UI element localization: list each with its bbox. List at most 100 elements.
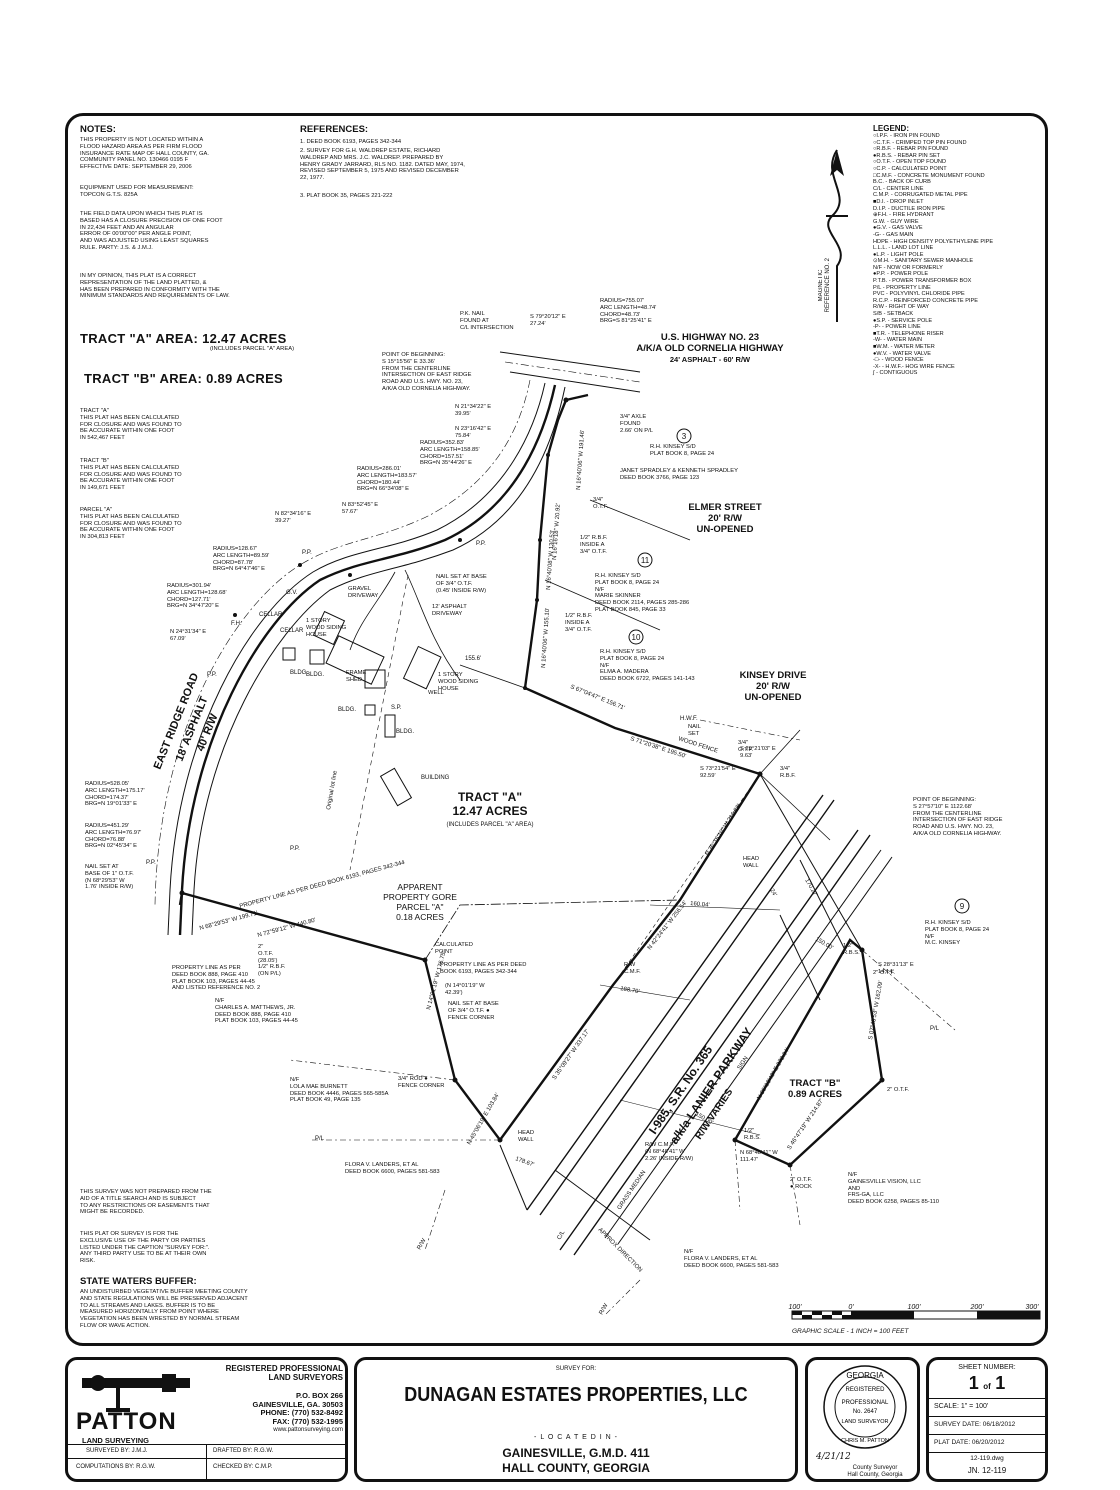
gv-label: G.V. [286, 590, 298, 596]
legend-list: ○I.P.F. - IRON PIN FOUND○C.T.F. - CRIMPE… [873, 133, 1043, 377]
title-block-company: PATTON LAND SURVEYING REGISTERED PROFESS… [65, 1357, 348, 1482]
gravel-driveway: GRAVEL DRIVEWAY [348, 586, 379, 599]
landers-deed-1: FLORA V. LANDERS, ET AL DEED BOOK 6600, … [345, 1162, 440, 1175]
lot-11-label: 11 [641, 556, 650, 565]
county-surveyor: County Surveyor Hall County, Georgia [830, 1465, 920, 1479]
kinsey-rw: 20' R/W [756, 681, 790, 692]
legend-item: C.M.P. - CORRUGATED METAL PIPE [873, 192, 968, 199]
sign-label: SIGN [737, 1056, 750, 1072]
elmer-rw: 20' R/W [708, 513, 742, 524]
legend-item: R/W - RIGHT OF WAY [873, 304, 930, 311]
curve-d: Radius=128.67' Arc Length=89.59' Chord=8… [213, 546, 270, 573]
legend-title: LEGEND: [873, 124, 909, 133]
plat-sheet-border [65, 113, 1048, 1346]
note-exclusive-use: THIS PLAT OR SURVEY IS FOR THE EXCLUSIVE… [80, 1231, 210, 1265]
surveyed-by: SURVEYED BY: J.M.J. [86, 1448, 148, 1454]
legend-item: HDPE - HIGH DENSITY POLYETHYLENE PIPE [873, 238, 994, 245]
rw-cmf-label: R/W C.M.F. [624, 962, 641, 975]
bearing-n36b: N 36°16'16" W 216.86' [705, 803, 743, 857]
legend-item: P/L - PROPERTY LINE [873, 284, 931, 291]
distance-188: 188.70' [620, 986, 640, 995]
rebar-found-1: 2" O.T.F. (28.05') 1/2" R.B.F. (On P/L) [258, 944, 286, 978]
parcel-a-line3: PARCEL "A" [396, 902, 444, 912]
bearing-s46: S 46°47'19" W 214.87' [787, 1098, 825, 1151]
tract-b-name: TRACT "B" [789, 1078, 841, 1089]
curve-c: Radius=286.01' Arc Length=183.57' Chord=… [357, 466, 417, 493]
divider [929, 1452, 1045, 1453]
bldg-label-2: BLDG. [306, 672, 325, 678]
kinsey-name: KINSEY DRIVE [739, 670, 807, 681]
sheet-of: of [983, 1382, 991, 1391]
website-link[interactable]: www.pattonsurveying.com [273, 1427, 343, 1433]
distance-160: 160.04' [690, 901, 710, 909]
otf-rock: 2" O.T.F. ● ROCK [790, 1177, 813, 1190]
bearing-n14: (N 14°01'19" W 42.39') [445, 983, 485, 996]
parcel-a-line1: APPARENT [397, 882, 443, 892]
location-line-1: GAINESVILLE, G.M.D. 411 [502, 1446, 650, 1460]
bearing-n42: N 42°24'41" W 256.54' [647, 900, 689, 951]
burnett-deed: N/F LOLA MAE BURNETT DEED BOOK 4446, PAG… [290, 1077, 389, 1104]
bearing-n16a: N 16°40'06" W 155.10' [541, 608, 551, 668]
matthews-deed: N/F CHARLES A. MATTHEWS, JR. DEED BOOK 8… [215, 998, 298, 1025]
bearing-n16b: N 16°40'08" W 130.53' [546, 530, 556, 590]
house-1: 1 STORY WOOD SIDING HOUSE [306, 618, 347, 638]
rbs-1: 1/2" R.B.S. [843, 943, 860, 956]
cellar-label-2: CELLAR [280, 628, 304, 634]
rbf-inside-1: 1/2" R.B.F. INSIDE A 3/4" O.T.F. [580, 535, 608, 555]
property-line-per-deed: PROPERTY LINE AS PER DEED BOOK 888, PAGE… [172, 965, 261, 992]
notes-flood: THIS PROPERTY IS NOT LOCATED WITHIN A FL… [80, 137, 209, 171]
plat-date: PLAT DATE: 06/20/2012 [934, 1439, 1005, 1446]
seal-land-surveyor: LAND SURVEYOR [842, 1419, 889, 1425]
seal-state: GEORGIA [846, 1371, 884, 1380]
bearing-n23: N 23°16'42" E 75.84' [455, 426, 492, 439]
tract-a-area: TRACT "A" AREA: 12.47 ACRES [80, 331, 287, 346]
legend-item: -W- - WATER MAIN [873, 337, 922, 344]
kinsey-sd-10: R.H. KINSEY S/D PLAT BOOK 8, PAGE 24 N/F… [600, 649, 695, 683]
otf-2: 2" O.T.F. [873, 970, 896, 976]
closure-parcel-a: PARCEL "A" THIS PLAT HAS BEEN CALCULATED… [80, 507, 182, 541]
location-line-2: HALL COUNTY, GEORGIA [502, 1461, 650, 1475]
notes-equipment: EQUIPMENT USED FOR MEASUREMENT: TOPCON G… [80, 185, 194, 198]
elmer-street-label: ELMER STREET 20' R/W UN-OPENED [670, 502, 780, 535]
bearing-n21: N 21°34'22" E 39.95' [455, 404, 492, 417]
pp-label-3: P.P. [476, 541, 486, 547]
seal-professional: PROFESSIONAL [842, 1400, 889, 1406]
well: WELL [428, 690, 444, 696]
us23-label: U.S. HIGHWAY No. 23 a/k/a OLD CORNELIA H… [620, 332, 800, 365]
head-wall-1: HEAD WALL [743, 856, 760, 869]
tract-a-note: (INCLUDES PARCEL "A" AREA) [446, 822, 534, 828]
legend-item: ●L.P. - LIGHT POLE [873, 251, 924, 258]
distance-150a: 150.00' [814, 937, 834, 952]
rw-label-1: R/W [599, 1303, 610, 1316]
distance-155: 155.6' [465, 656, 481, 662]
us23-name: U.S. HIGHWAY No. 23 [660, 332, 760, 343]
tract-b-acres: 0.89 ACRES [787, 1089, 843, 1100]
located-in: - L O C A T E D I N - [534, 1434, 618, 1441]
bearing-n83: N 83°52'45" E 57.67' [342, 502, 379, 515]
reference-3: 3. PLAT BOOK 35, PAGES 221-222 [300, 193, 393, 199]
head-wall-2: HEAD WALL [518, 1130, 535, 1143]
company-line-2: LAND SURVEYORS [268, 1373, 343, 1382]
us23-width: 24' Asphalt - 60' R/W [669, 355, 751, 364]
grass-median-label: GRASS MEDIAN [617, 1170, 648, 1212]
legend-item: -□- - WOOD FENCE [873, 357, 924, 364]
gainesville-vision-deed: N/F GAINESVILLE VISION, LLC AND FRS-GA, … [848, 1172, 939, 1206]
closure-tract-a: TRACT "A" THIS PLAT HAS BEEN CALCULATED … [80, 408, 182, 442]
references-title: REFERENCES: [300, 124, 369, 135]
county-line-1: County Surveyor [852, 1465, 898, 1471]
scale-label-0: 100' [788, 1304, 802, 1311]
nail-set-4: NAIL SET [688, 724, 701, 737]
notes-opinion: IN MY OPINION, THIS PLAT IS A CORRECT RE… [80, 273, 230, 300]
kinsey-sd-3: R.H. KINSEY S/D PLAT BOOK 8, PAGE 24 [650, 444, 715, 457]
bldg-label-1: BLDG. [290, 670, 309, 676]
legend-item: -P- - POWER LINE [873, 324, 921, 331]
axle-found: 3/4" AXLE FOUND 2.66' ON P/L [620, 414, 654, 434]
notes-title: NOTES: [80, 124, 116, 135]
logo-land-surveying: LAND SURVEYING [82, 1436, 149, 1445]
bldg-label-3: BLDG. [338, 707, 357, 713]
bearing-s79: S 79°20'12" E 27.24' [530, 314, 566, 327]
notes-field: THE FIELD DATA UPON WHICH THIS PLAT IS B… [80, 211, 223, 251]
legend-item: ○C.P. - CALCULATED POINT [873, 165, 947, 172]
legend-item: □C.M.F. - CONCRETE MONUMENT FOUND [873, 172, 985, 179]
